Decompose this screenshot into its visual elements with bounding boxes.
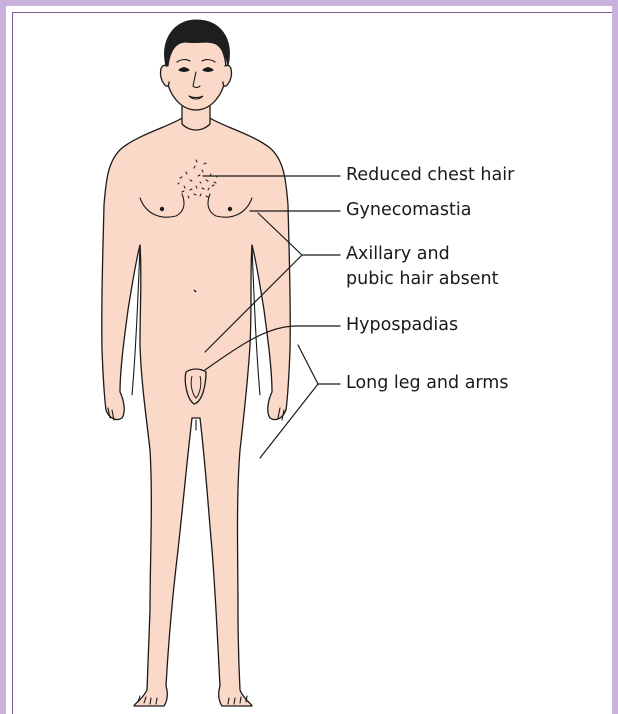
leader-long-upper (298, 345, 318, 384)
label-reduced-chest-hair: Reduced chest hair (346, 164, 514, 186)
left-eye (179, 68, 189, 72)
label-hypospadias: Hypospadias (346, 314, 458, 336)
right-eye (203, 68, 213, 72)
body-silhouette (102, 118, 291, 706)
label-axillary-line2: pubic hair absent (346, 268, 498, 290)
left-nipple (160, 207, 164, 211)
right-nipple (228, 207, 232, 211)
label-axillary-line1: Axillary and (346, 243, 450, 265)
leader-long-lower (260, 384, 318, 458)
label-gynecomastia: Gynecomastia (346, 199, 471, 221)
label-long-leg-and-arms: Long leg and arms (346, 372, 508, 394)
